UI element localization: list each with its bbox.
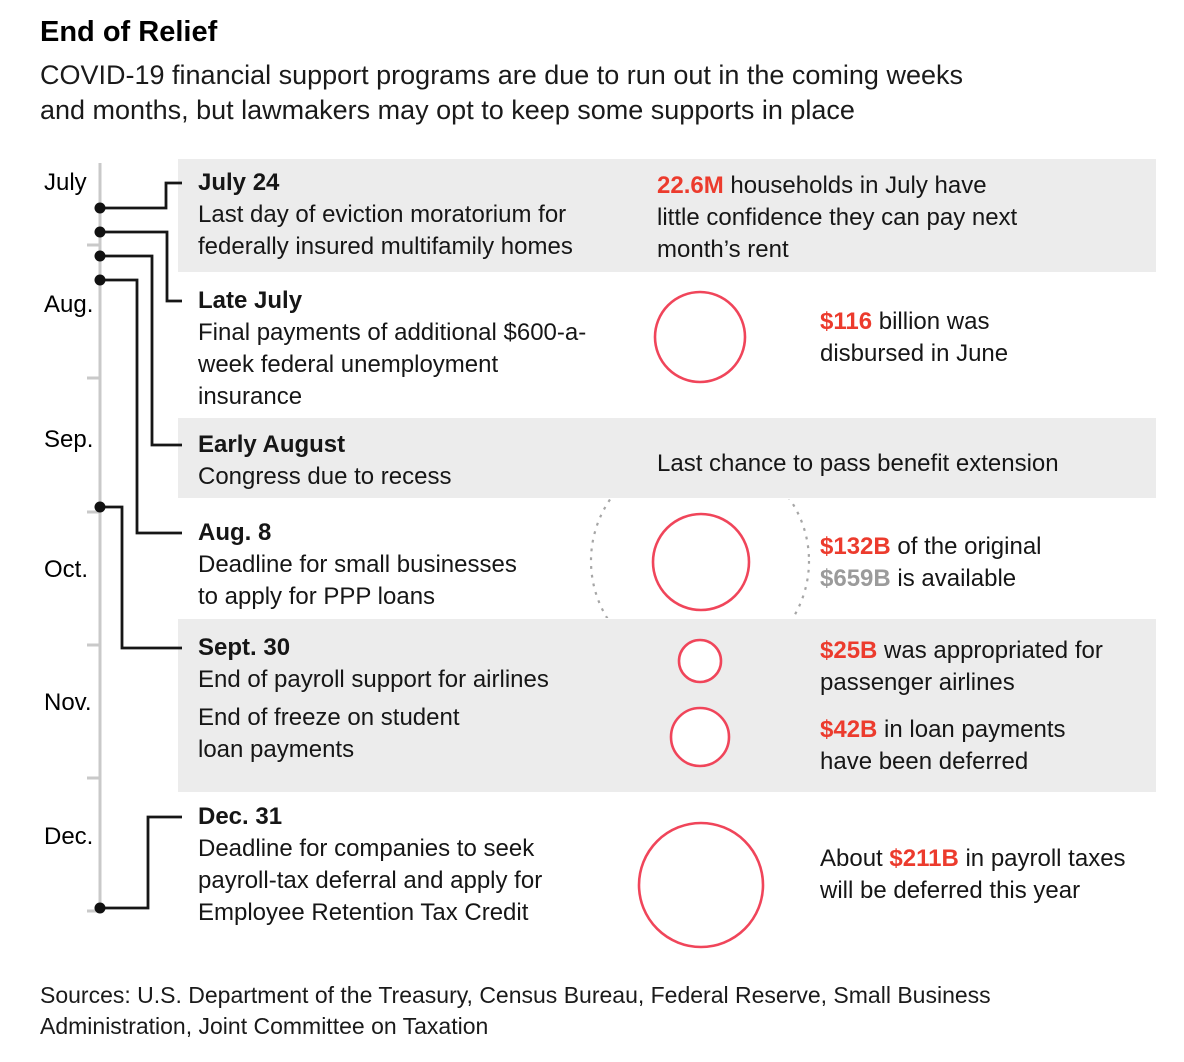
timeline-dot-dec-31 xyxy=(94,902,106,914)
circle-132b-available xyxy=(651,512,751,612)
chart-subtitle: COVID-19 financial support programs are … xyxy=(40,60,963,125)
event-description: Final payments of additional $600-a- wee… xyxy=(198,319,587,410)
connector-july-24 xyxy=(100,181,182,210)
event-date: July 24 xyxy=(198,169,280,196)
annotation-benefit-extension: Last chance to pass benefit extension xyxy=(657,450,1059,477)
timeline-dot-late-july xyxy=(94,226,106,238)
connector-early-august xyxy=(100,254,182,447)
connector-aug-8 xyxy=(100,278,182,535)
connector-sept-30 xyxy=(100,505,182,650)
row-highlight-sept30 xyxy=(178,619,1156,792)
event-july-24: July 24 Last day of eviction moratorium … xyxy=(198,167,573,263)
event-description: Deadline for companies to seek payroll-t… xyxy=(198,835,543,926)
event-description: End of payroll support for airlines xyxy=(198,666,549,693)
row-highlight-early-august xyxy=(178,418,1156,498)
timeline-dot-july-24 xyxy=(94,202,106,214)
month-label-aug: Aug. xyxy=(44,291,94,318)
event-date: Sept. 30 xyxy=(198,634,291,661)
event-date: Aug. 8 xyxy=(198,519,272,546)
event-description: Deadline for small businesses to apply f… xyxy=(198,551,517,610)
timeline-dot-sept-30 xyxy=(94,501,106,513)
event-late-july: Late July Final payments of additional $… xyxy=(198,285,586,413)
event-description: Congress due to recess xyxy=(198,463,452,490)
month-label-july: July xyxy=(44,169,87,196)
timeline-dot-early-august xyxy=(94,250,106,262)
event-description: Last day of eviction moratorium for fede… xyxy=(198,201,573,260)
event-description: End of freeze on student loan payments xyxy=(198,704,460,763)
event-sept-30: Sept. 30 End of payroll support for airl… xyxy=(198,632,549,696)
circle-211b-payroll-taxes xyxy=(637,821,765,949)
event-date: Dec. 31 xyxy=(198,803,283,830)
event-date: Late July xyxy=(198,287,303,314)
event-early-august: Early August Congress due to recess xyxy=(198,429,451,493)
event-dec-31: Dec. 31 Deadline for companies to seek p… xyxy=(198,801,542,929)
month-label-sep: Sep. xyxy=(44,426,94,453)
annotation-ppp-available: $132B of the original$659B is available xyxy=(820,533,1042,592)
month-label-nov: Nov. xyxy=(44,689,92,716)
sources-note: Sources: U.S. Department of the Treasury… xyxy=(40,982,991,1039)
row-highlight-july24 xyxy=(178,159,1156,272)
chart-title: End of Relief xyxy=(40,16,218,48)
event-date: Early August xyxy=(198,431,346,458)
timeline-dot-aug-8 xyxy=(94,274,106,286)
month-label-oct: Oct. xyxy=(44,556,89,583)
connector-dec-31 xyxy=(100,815,182,910)
connector-late-july xyxy=(100,230,182,303)
event-student-loan-freeze: End of freeze on student loan payments xyxy=(198,702,460,766)
circle-116b-disbursed xyxy=(653,290,747,384)
event-aug-8: Aug. 8 Deadline for small businesses to … xyxy=(198,517,517,613)
month-label-dec: Dec. xyxy=(44,823,94,850)
